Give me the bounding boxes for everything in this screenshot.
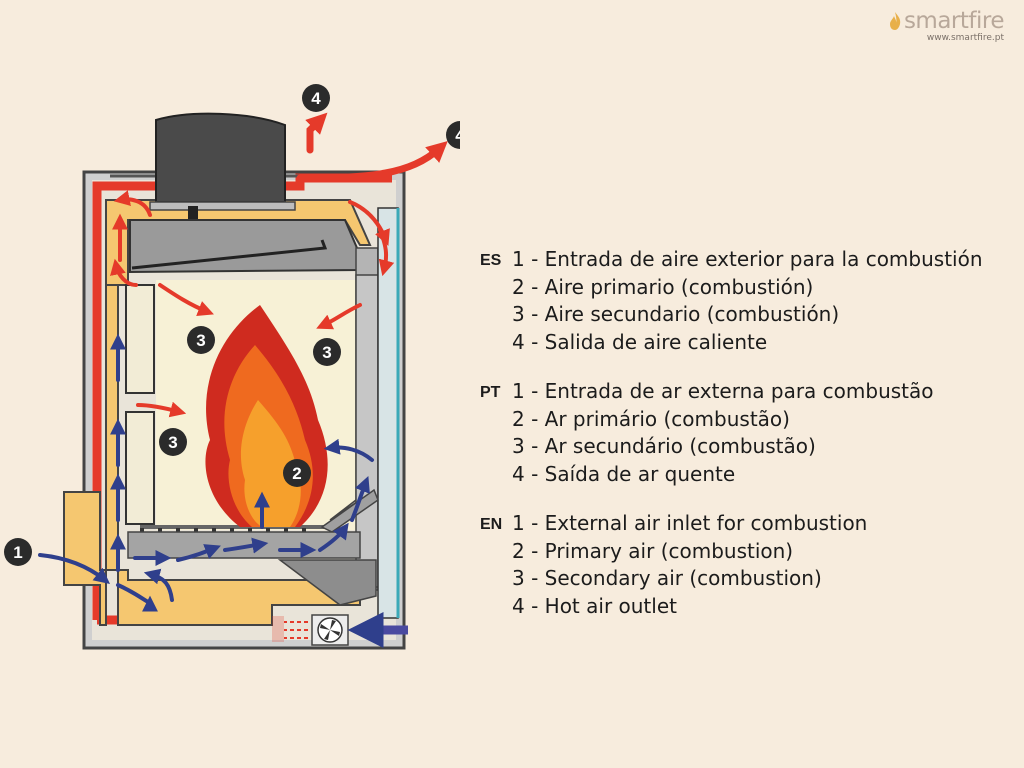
lang-code: PT [480, 384, 501, 401]
badge-4-top: 4 [302, 84, 330, 112]
badge-2: 2 [283, 459, 311, 487]
legend-line: 2 - Ar primário (combustão) [512, 406, 790, 431]
legend-line: 1 - Entrada de ar externa para combustão [512, 379, 934, 403]
lang-code: ES [480, 252, 502, 269]
legend-pt: PT 1 - Entrada de ar externa para combus… [480, 378, 1020, 488]
badge-4-right: 4 [446, 121, 460, 149]
stove-diagram: 1 2 3 3 3 4 4 [4, 84, 460, 650]
legend-line: 1 - External air inlet for combustion [512, 511, 868, 535]
legend-line: 4 - Saída de ar quente [512, 461, 736, 486]
legend-es: ES 1 - Entrada de aire exterior para la … [480, 246, 1020, 356]
cold-air-arrows [38, 333, 374, 612]
badge-3-right: 3 [313, 338, 341, 366]
legend-line: 4 - Salida de aire caliente [512, 329, 768, 354]
badge-1-label: 1 [13, 543, 22, 562]
legend-line: 3 - Secondary air (combustion) [512, 566, 822, 590]
fan-icon [317, 617, 343, 643]
legend-line: 3 - Ar secundário (combustão) [512, 434, 816, 458]
glass-door [377, 207, 399, 619]
flame-logo-icon [889, 12, 901, 30]
badge-3-label: 3 [168, 433, 177, 452]
badge-3-left-upper: 3 [187, 326, 215, 354]
badge-3-label: 3 [196, 331, 205, 350]
legend-line: 1 - Entrada de aire exterior para la com… [512, 247, 983, 271]
badge-2-label: 2 [292, 464, 301, 483]
hot-air-arrows [110, 112, 448, 418]
badge-3-left-lower: 3 [159, 428, 187, 456]
badge-4-label: 4 [311, 89, 321, 108]
badge-3-label: 3 [322, 343, 331, 362]
badge-1: 1 [4, 538, 32, 566]
legend-en: EN 1 - External air inlet for combustion… [480, 510, 1020, 620]
legend-line: 3 - Aire secundario (combustión) [512, 302, 840, 326]
brand-url: www.smartfire.pt [926, 33, 1004, 43]
legend-line: 4 - Hot air outlet [512, 593, 677, 618]
badge-4-label: 4 [455, 126, 460, 145]
legend-line: 2 - Aire primario (combustión) [512, 274, 814, 299]
legend-line: 2 - Primary air (combustion) [512, 538, 794, 563]
legend: ES 1 - Entrada de aire exterior para la … [480, 246, 1020, 642]
lang-code: EN [480, 516, 503, 533]
brand-name: smartfire [903, 8, 1005, 34]
flue-hood [149, 112, 296, 222]
brand-logo: smartfire www.smartfire.pt [888, 8, 1005, 43]
